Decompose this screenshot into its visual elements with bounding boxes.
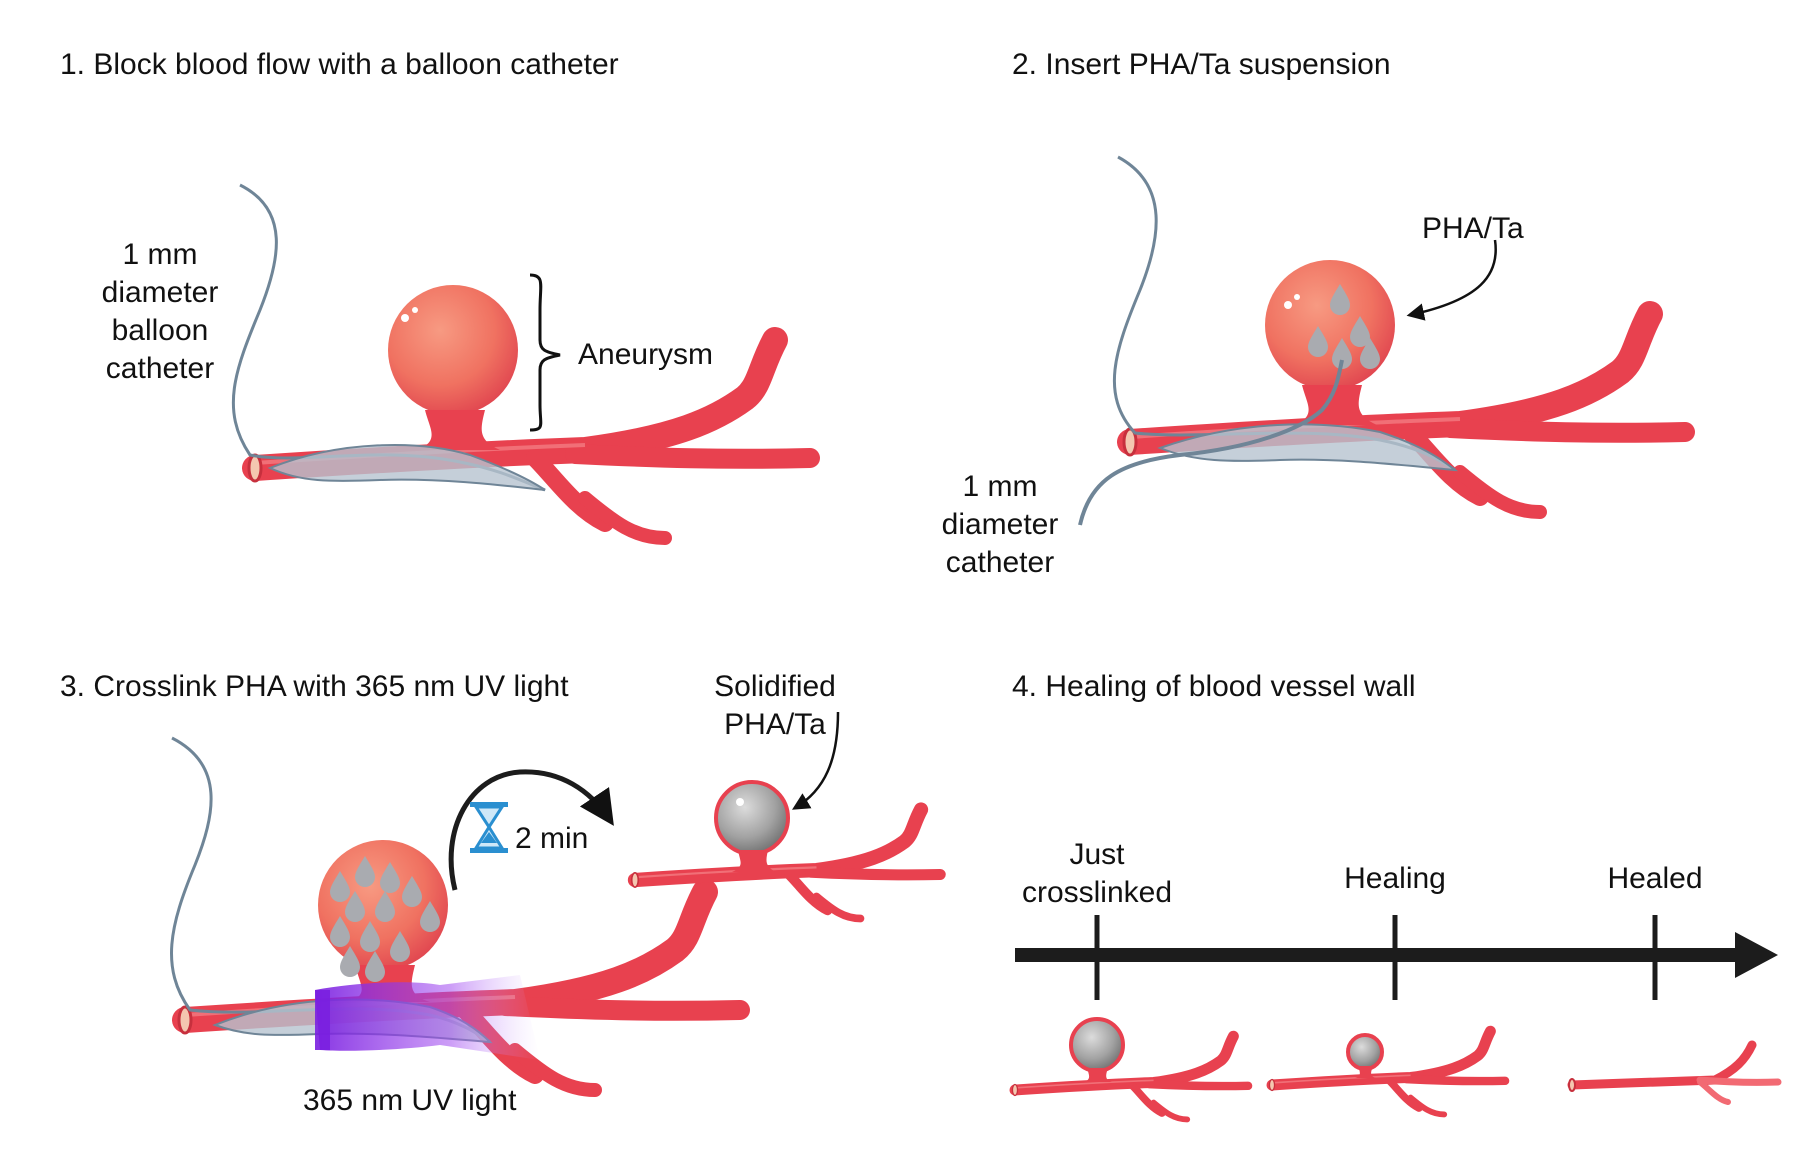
balloon-catheter-label-line: balloon (111, 314, 209, 347)
stage-just-crosslinked-vessel (1012, 1017, 1248, 1119)
solidified-label-line: PHA/Ta (724, 708, 826, 741)
panel-4 (1012, 915, 1782, 1119)
hourglass-icon (470, 802, 508, 853)
stage-healing-vessel (1269, 1031, 1505, 1114)
balloon-catheter-label: 1 mm diameter balloon catheter (85, 236, 235, 388)
stage-healed-vessel (1567, 1040, 1782, 1105)
pha-ta-label: PHA/Ta (1422, 212, 1524, 245)
balloon-catheter-label-line: diameter (101, 276, 219, 309)
aneurysm-2 (1265, 260, 1395, 390)
balloon (267, 444, 546, 491)
delivery-catheter (1078, 359, 1344, 526)
uv-light-source (315, 990, 330, 1050)
stage-label-healing: Healing (1315, 860, 1475, 898)
solidified-pha-ta-sphere (714, 780, 790, 856)
stage-label-line: Healed (1607, 862, 1703, 895)
pha-ta-arrow (1406, 239, 1497, 321)
solidified-label-line: Solidified (714, 670, 836, 703)
panel-3-title: 3. Crosslink PHA with 365 nm UV light (60, 670, 569, 703)
uv-light-label: 365 nm UV light (303, 1084, 517, 1117)
time-label: 2 min (515, 822, 589, 855)
stage-label-line: Healing (1344, 862, 1446, 895)
panel-1 (231, 183, 810, 538)
panel-3 (171, 711, 941, 1090)
panel-2 (1078, 155, 1685, 526)
balloon-2 (1157, 423, 1459, 472)
panel-2-title: 2. Insert PHA/Ta suspension (1012, 48, 1391, 81)
delivery-catheter-label: 1 mm diameter catheter (925, 468, 1075, 582)
solidified-label: Solidified PHA/Ta (695, 668, 855, 744)
time-arrow (448, 769, 614, 891)
solidified-vessel (632, 780, 941, 919)
stage-label-line: crosslinked (1021, 876, 1173, 909)
delivery-catheter-label-line: 1 mm (962, 470, 1038, 503)
stage-label-healed: Healed (1575, 860, 1735, 898)
panel-4-title: 4. Healing of blood vessel wall (1012, 670, 1416, 703)
aneurysm-label: Aneurysm (578, 338, 714, 371)
timeline-arrowhead (1735, 932, 1778, 978)
uv-light-beam (315, 975, 540, 1060)
solidified-arrow (791, 711, 840, 810)
panel-1-title: 1. Block blood flow with a balloon cathe… (60, 48, 619, 81)
balloon-catheter-label-line: catheter (105, 352, 215, 385)
balloon-catheter-label-line: 1 mm (122, 238, 198, 271)
delivery-catheter-label-line: catheter (945, 546, 1055, 579)
stage-label-just-crosslinked: Just crosslinked (1007, 836, 1187, 912)
aneurysm-1 (388, 285, 518, 415)
delivery-catheter-label-line: diameter (941, 508, 1059, 541)
stage-label-line: Just (1069, 838, 1125, 871)
aneurysm-brace (529, 273, 561, 432)
